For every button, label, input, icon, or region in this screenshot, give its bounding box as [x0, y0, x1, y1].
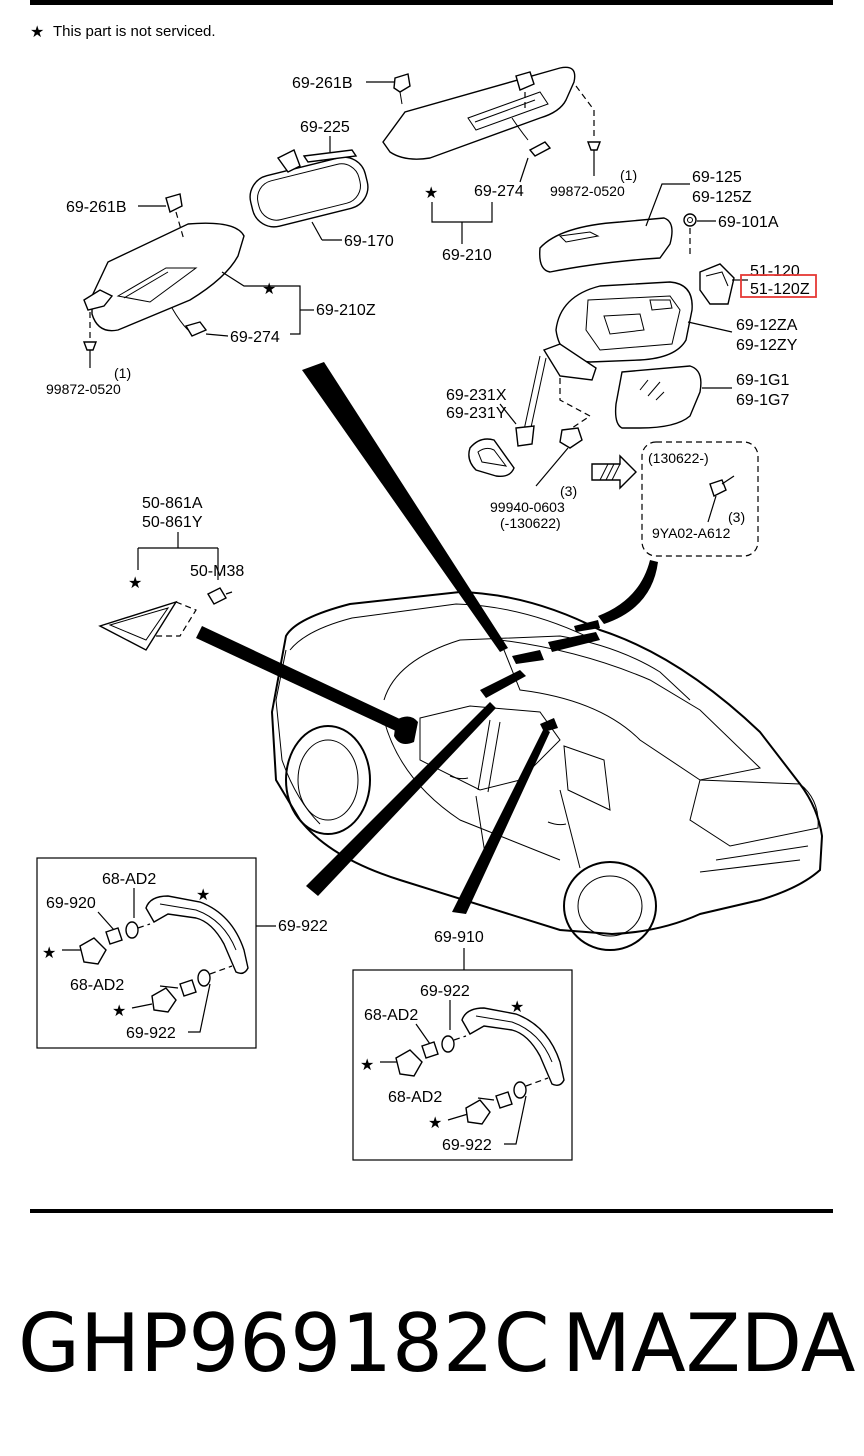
star-grip-a2: ★ [42, 945, 56, 962]
new-fastener-box [641, 441, 759, 557]
assist-grip-rear [395, 1007, 565, 1125]
star-grip-b1: ★ [510, 999, 524, 1016]
nut-69-101A [683, 213, 716, 258]
label-99872-0520-left: 99872-0520 [46, 381, 121, 397]
label-69-12ZA: 69-12ZA [736, 317, 798, 334]
label-range-before: (-130622) [500, 515, 561, 531]
label-69-125Z: 69-125Z [692, 189, 752, 206]
star-69-210: ★ [424, 185, 438, 202]
label-68-AD2-d: 68-AD2 [388, 1089, 442, 1106]
label-69-922-b: 69-922 [126, 1025, 176, 1042]
arrow-supersede [591, 454, 637, 490]
leader-grip-rear [452, 728, 550, 914]
gasket-69-231X [468, 438, 515, 478]
star-grip-b2: ★ [360, 1057, 374, 1074]
label-68-AD2-a: 69-920 [46, 895, 96, 912]
label-68-AD2-b: 68-AD2 [70, 977, 124, 994]
label-69-225: 69-225 [300, 119, 350, 136]
label-50-861Y: 50-861Y [142, 514, 203, 531]
label-69-274-left: 69-274 [230, 329, 280, 346]
qty-1-left: (1) [114, 365, 131, 381]
label-69-210: 69-210 [442, 247, 492, 264]
mirror-cover-69-125 [539, 217, 673, 273]
qty-1-top: (1) [620, 167, 637, 183]
mirror-housing-69-12ZA [542, 281, 693, 381]
highlight-51-120Z [740, 274, 817, 298]
star-grip-a1: ★ [196, 887, 210, 904]
star-69-210Z: ★ [262, 281, 276, 298]
rear-view-mirror [249, 149, 369, 228]
label-69-125: 69-125 [692, 169, 742, 186]
label-69-101A: 69-101A [718, 214, 779, 231]
label-69-922-d: 69-922 [442, 1137, 492, 1154]
star-grip-b3: ★ [428, 1115, 442, 1132]
label-69-210Z: 69-210Z [316, 302, 376, 319]
label-range-after: (130622-) [648, 450, 709, 466]
screw-99872-0520-left [82, 312, 98, 368]
clip-50-M38 [207, 587, 233, 605]
label-69-170: 69-170 [344, 233, 394, 250]
label-68-AD2-c: 68-AD2 [364, 1007, 418, 1024]
mirror-glass-69-1G1 [614, 365, 702, 429]
top-rule [30, 0, 833, 5]
leader-grip-front [306, 702, 496, 896]
mirror-motor-51-120 [699, 263, 735, 305]
clip-visor-left-hinge [83, 289, 114, 311]
label-99872-0520-top: 99872-0520 [550, 183, 625, 199]
label-69-1G1: 69-1G1 [736, 372, 789, 389]
screw-99872-0520-top [575, 85, 602, 176]
nut-99940-0603 [535, 378, 592, 487]
label-50-861A: 50-861A [142, 495, 203, 512]
bolt-9YA02-A612 [709, 475, 735, 497]
clip-69-261B-top [393, 73, 411, 105]
label-69-231Y: 69-231Y [446, 405, 507, 422]
label-69-12ZY: 69-12ZY [736, 337, 798, 354]
leader-mirror-interior [302, 362, 508, 652]
footer-brand: MAZDA [562, 1297, 856, 1390]
clip-69-261B-left [165, 193, 185, 241]
clip-visor-right [515, 71, 535, 110]
bottom-rule [30, 1209, 833, 1213]
label-69-910: 69-910 [434, 929, 484, 946]
label-69-920: 69-922 [278, 918, 328, 935]
label-69-261B-top: 69-261B [292, 75, 353, 92]
label-51-120: 51-120 [750, 263, 800, 280]
box-69-920 [36, 857, 257, 1049]
label-69-261B-left: 69-261B [66, 199, 127, 216]
box-69-910 [352, 969, 573, 1161]
footer-part-number: GHP969182C [18, 1297, 550, 1390]
label-9YA02-A612: 9YA02-A612 [652, 525, 731, 541]
label-69-922-c: 69-922 [420, 983, 470, 1000]
star-grip-a3: ★ [112, 1003, 126, 1020]
legend-star: ★ [30, 24, 44, 41]
qty-3-a: (3) [560, 483, 577, 499]
leader-garnish [196, 626, 402, 732]
bulb-69-274-top [528, 141, 552, 157]
label-50-M38: 50-M38 [190, 563, 244, 580]
mirror-stalk [515, 355, 547, 447]
star-50-861A: ★ [128, 575, 142, 592]
sun-visor-upper [382, 66, 576, 160]
label-51-120Z: 51-120Z [750, 281, 810, 298]
label-69-922-a: 68-AD2 [102, 871, 156, 888]
bulb-69-274-left [184, 321, 208, 337]
label-69-274-top: 69-274 [474, 183, 524, 200]
sun-visor-lower [91, 222, 245, 332]
leader-new-fastener [598, 560, 658, 624]
label-99940-0603: 99940-0603 [490, 499, 565, 515]
qty-3-b: (3) [728, 509, 745, 525]
cover-69-225 [302, 149, 358, 163]
label-69-231X: 69-231X [446, 387, 507, 404]
legend-text: This part is not serviced. [53, 23, 216, 40]
garnish-triangle [98, 600, 197, 651]
assist-grip-front [79, 895, 249, 1013]
label-69-1G7: 69-1G7 [736, 392, 789, 409]
vehicle-outline [270, 590, 824, 951]
